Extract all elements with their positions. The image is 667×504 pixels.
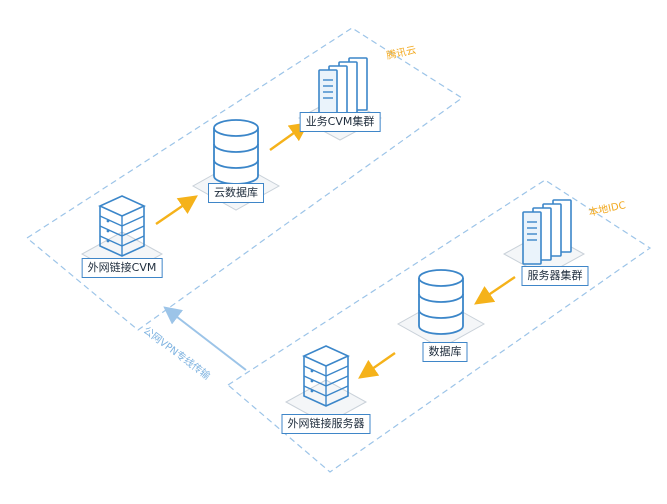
arrow-server-cluster-to-idc-db [474, 276, 516, 305]
server-cluster-icon [318, 57, 368, 123]
arrow-idc-db-to-ext-server [358, 352, 396, 379]
idc-zone-outline [226, 179, 652, 473]
server-stack-icon [98, 195, 146, 257]
server-stack-icon [302, 345, 350, 407]
server-cluster-icon [522, 199, 572, 265]
database-icon [418, 269, 464, 335]
cloud-db-label: 云数据库 [208, 183, 264, 203]
arrow-ext-cvm-to-cloud-db [155, 195, 198, 225]
ext-server-node [284, 345, 368, 425]
ext-server-label: 外网链接服务器 [281, 414, 371, 434]
arrow-cloud-db-to-cvm-cluster [269, 122, 309, 151]
cvm-cluster-label: 业务CVM集群 [299, 112, 381, 132]
server-cluster-label: 服务器集群 [521, 266, 589, 286]
database-icon [213, 119, 259, 185]
idc-db-label: 数据库 [422, 342, 468, 362]
idc-db-node [396, 269, 486, 349]
server-cluster-node [502, 199, 586, 277]
vpn-arrow [163, 306, 247, 371]
cloud-zone-outline [25, 27, 464, 331]
ext-cvm-label: 外网链接CVM [81, 258, 163, 278]
